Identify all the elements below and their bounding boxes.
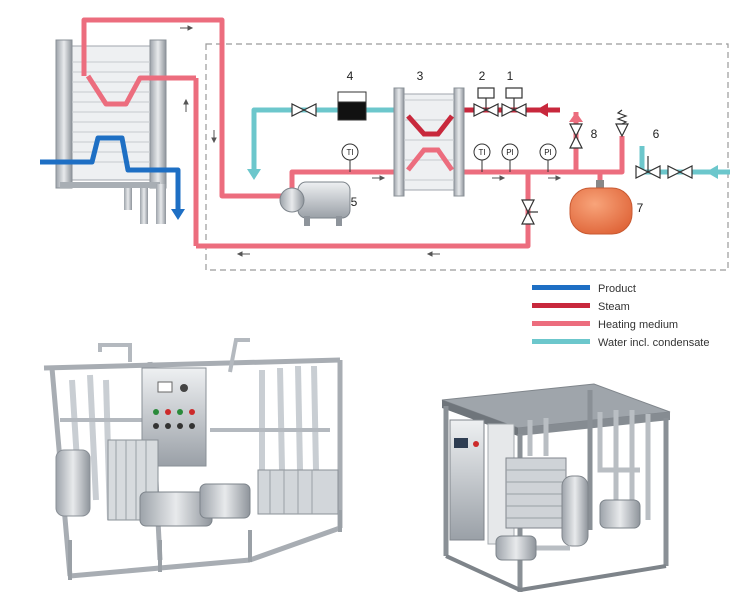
product-lines — [40, 135, 181, 210]
water-lines — [251, 107, 730, 175]
legend-label-product: Product — [598, 283, 636, 295]
label-7: 7 — [637, 201, 644, 215]
module-boundary — [205, 43, 729, 271]
water-inlet-arrow — [706, 165, 718, 179]
steam-inlet-arrow — [536, 103, 548, 117]
label-6: 6 — [653, 127, 660, 141]
gauge-pi-2: PI — [539, 143, 557, 172]
label-2: 2 — [479, 69, 486, 83]
expansion-vessel — [569, 180, 633, 235]
legend-swatch-heating — [532, 321, 590, 326]
product-outlet-arrow — [171, 209, 185, 220]
legend-label-steam: Steam — [598, 301, 630, 313]
pasteurizer-unit-enclosed-frame-photo — [441, 383, 671, 592]
legend-swatch-steam — [532, 303, 590, 308]
gauge-ti-2: TI — [473, 143, 491, 172]
gauge-ti-1: TI — [341, 143, 359, 172]
legend-swatch-water — [532, 339, 590, 344]
label-8: 8 — [591, 127, 598, 141]
water-outlet-arrow — [247, 169, 261, 180]
svg-text:TI: TI — [346, 148, 353, 157]
pasteurizer-unit-open-frame-photo — [43, 338, 343, 580]
legend-swatch-product — [532, 285, 590, 290]
valves — [291, 87, 693, 225]
label-3: 3 — [417, 69, 424, 83]
label-1: 1 — [507, 69, 514, 83]
relief-vent-arrow — [569, 112, 583, 122]
label-5: 5 — [351, 195, 358, 209]
svg-text:TI: TI — [478, 148, 485, 157]
label-4: 4 — [347, 69, 354, 83]
product-heat-exchanger — [55, 39, 167, 224]
svg-text:PI: PI — [506, 148, 514, 157]
flow-arrows — [180, 25, 562, 257]
legend: Product Steam Heating medium Water incl.… — [532, 283, 709, 349]
svg-text:PI: PI — [544, 148, 552, 157]
legend-label-water: Water incl. condensate — [598, 337, 709, 349]
steam-trap — [337, 99, 367, 121]
legend-label-heating: Heating medium — [598, 319, 678, 331]
main-heat-exchanger — [393, 87, 465, 197]
gauge-pi-1: PI — [501, 143, 519, 172]
circulation-pump — [279, 181, 351, 226]
